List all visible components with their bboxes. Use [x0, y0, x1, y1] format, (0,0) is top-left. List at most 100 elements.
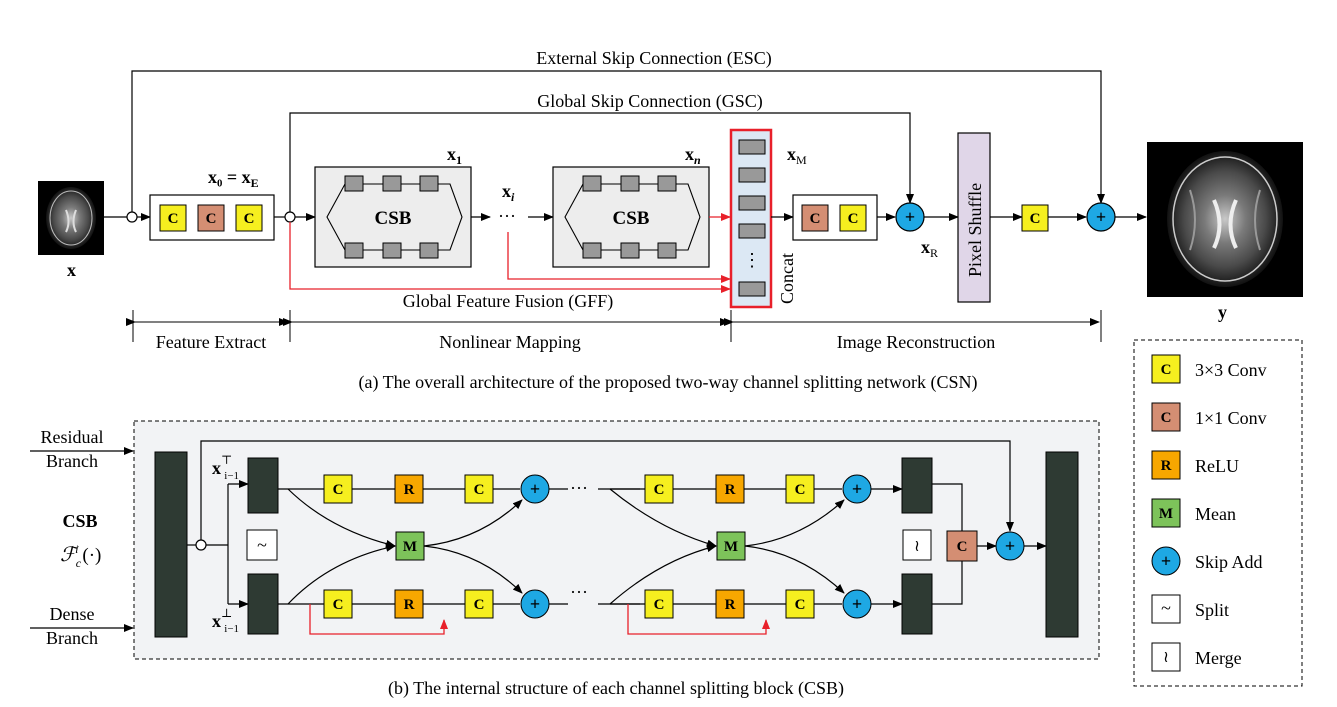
- unit1-top-conv3-b: C: [464, 474, 494, 504]
- csb-skip-node: [195, 539, 207, 551]
- output-label: y: [1218, 302, 1227, 322]
- csb-input-feature: [154, 451, 188, 638]
- pixel-shuffle-label: Pixel Shuffle: [965, 183, 985, 277]
- svg-text:~: ~: [1161, 598, 1171, 618]
- gsc-split-node: [284, 211, 296, 223]
- final-conv3: C: [1021, 204, 1049, 232]
- residual-branch-line1: Residual: [41, 427, 104, 447]
- csb-block-1: CSB: [314, 166, 472, 268]
- unit1-bot-add: +: [520, 589, 550, 619]
- csb-final-add: +: [995, 531, 1025, 561]
- x1-label: x1: [447, 144, 462, 167]
- unit1-dense-connection: [309, 604, 448, 635]
- output-mri-image: [1147, 142, 1303, 297]
- svg-text:M: M: [724, 539, 738, 555]
- svg-text:C: C: [1030, 211, 1041, 227]
- residual-branch-line2: Branch: [46, 451, 98, 471]
- xi-label: xi: [502, 181, 515, 204]
- svg-text:C: C: [168, 211, 179, 227]
- input-mri-image: [38, 181, 104, 255]
- merge-symbol: ≀: [902, 529, 932, 561]
- svg-text:Mean: Mean: [1195, 504, 1236, 524]
- gsc-label: Global Skip Connection (GSC): [537, 91, 763, 112]
- svg-text:C: C: [1161, 362, 1172, 378]
- svg-text:C: C: [333, 597, 344, 613]
- svg-text:Skip Add: Skip Add: [1195, 552, 1263, 572]
- unit2-top-relu: R: [715, 474, 745, 504]
- svg-text:C: C: [654, 597, 665, 613]
- legend-skip-add: + Skip Add: [1151, 546, 1263, 576]
- fe-conv3-1: C: [159, 204, 187, 232]
- stage-nonlinear-mapping: Nonlinear Mapping: [439, 332, 580, 352]
- gff-xi-connection: [507, 232, 731, 283]
- unit1-bot-conv3-a: C: [323, 589, 353, 619]
- svg-text:R: R: [404, 597, 415, 613]
- merge-conv1: C: [946, 530, 978, 562]
- svg-text:~: ~: [257, 535, 267, 555]
- esc-label: External Skip Connection (ESC): [536, 48, 771, 69]
- svg-text:ReLU: ReLU: [1195, 456, 1239, 476]
- svg-text:R: R: [725, 482, 736, 498]
- unit2-mean: M: [716, 531, 746, 561]
- split-feature-top: [247, 457, 279, 514]
- svg-text:M: M: [1159, 506, 1173, 522]
- svg-text:C: C: [244, 211, 255, 227]
- input-label: x: [67, 260, 76, 280]
- svg-text:≀: ≀: [1163, 649, 1169, 666]
- concat-label: Concat: [777, 253, 797, 304]
- dense-branch-line1: Dense: [50, 604, 95, 624]
- svg-text:CSB: CSB: [613, 208, 650, 229]
- fe-conv1: C: [197, 204, 225, 232]
- svg-text:C: C: [474, 597, 485, 613]
- unit2-top-add: +: [842, 474, 872, 504]
- xn-label: xn: [685, 144, 701, 167]
- unit2-top-conv3-b: C: [785, 474, 815, 504]
- x-top-label: x⊤i−1: [212, 453, 239, 482]
- svg-text:C: C: [1161, 410, 1172, 426]
- unit1-mean: M: [395, 531, 425, 561]
- unit1-bot-relu: R: [394, 589, 424, 619]
- unit1-top-relu: R: [394, 474, 424, 504]
- pixel-shuffle-block: [957, 132, 991, 303]
- gff-label: Global Feature Fusion (GFF): [403, 291, 614, 312]
- svg-text:+: +: [905, 207, 915, 227]
- csb-skip-connection: [200, 440, 1014, 540]
- gsc-connection: [289, 112, 914, 212]
- esc-split-node: [126, 211, 138, 223]
- svg-text:3×3 Conv: 3×3 Conv: [1195, 360, 1267, 380]
- unit2-bot-relu: R: [715, 589, 745, 619]
- csb-function-label: ℱci(·): [60, 542, 101, 570]
- csb-output-feature: [1045, 451, 1079, 638]
- legend-merge: ≀ Merge: [1151, 642, 1242, 672]
- svg-text:C: C: [654, 482, 665, 498]
- gff-connection: [289, 222, 731, 293]
- svg-text:R: R: [725, 597, 736, 613]
- svg-text:1×1 Conv: 1×1 Conv: [1195, 408, 1267, 428]
- csb-detail-title: CSB: [62, 511, 97, 531]
- xm-label: xM: [787, 144, 807, 167]
- svg-text:CSB: CSB: [375, 208, 412, 229]
- stage-image-reconstruction: Image Reconstruction: [837, 332, 995, 352]
- svg-text:C: C: [795, 597, 806, 613]
- svg-text:≀: ≀: [914, 538, 920, 555]
- recon-conv1: C: [801, 204, 829, 232]
- esc-connection: [131, 70, 1105, 212]
- svg-text:+: +: [852, 594, 862, 614]
- legend-split: ~ Split: [1151, 594, 1229, 624]
- legend-conv1: C 1×1 Conv: [1151, 402, 1267, 432]
- svg-text:+: +: [1161, 551, 1171, 571]
- split-symbol: ~: [246, 529, 278, 561]
- svg-text:C: C: [848, 211, 859, 227]
- concat-block: ⋮: [729, 128, 773, 309]
- csb-block-n: CSB: [552, 166, 710, 268]
- fe-conv3-2: C: [235, 204, 263, 232]
- gsc-skip-add: +: [895, 202, 925, 232]
- unit2-bot-conv3-b: C: [785, 589, 815, 619]
- x0-label: x₀ = xE: [208, 167, 259, 190]
- legend-mean: M Mean: [1151, 498, 1236, 528]
- csb-ellipsis-top: ···: [570, 478, 588, 498]
- caption-a: (a) The overall architecture of the prop…: [359, 372, 978, 393]
- xr-label: xR: [921, 237, 938, 260]
- csb-ellipsis-bottom: ···: [570, 582, 588, 602]
- caption-b: (b) The internal structure of each chann…: [388, 678, 844, 699]
